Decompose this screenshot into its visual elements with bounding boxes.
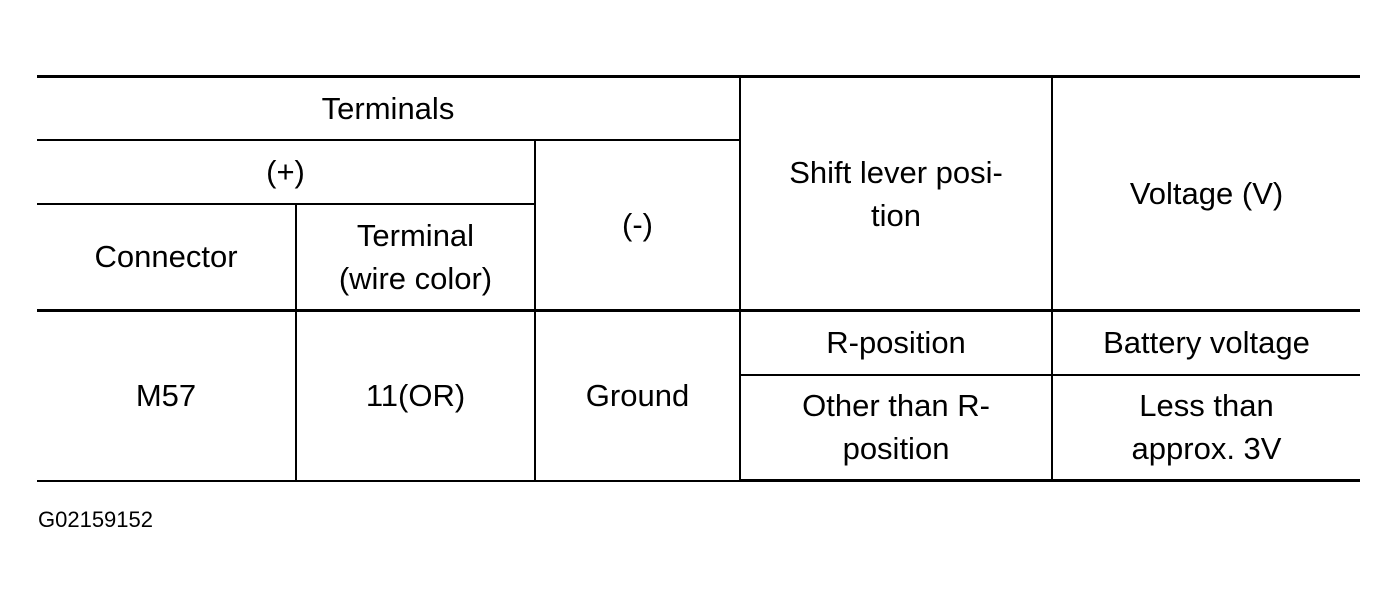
header-voltage: Voltage (V) <box>1051 75 1361 312</box>
cell-position-other: Other than R- position <box>739 373 1054 482</box>
connector-voltage-table: Terminals Shift lever posi- tion Voltage… <box>37 75 1361 482</box>
cell-voltage-r: Battery voltage <box>1051 309 1361 376</box>
figure-reference-code: G02159152 <box>38 507 153 532</box>
header-terminal-wire-color: Terminal (wire color) <box>295 202 536 312</box>
header-connector: Connector <box>37 202 297 312</box>
header-shift-lever-position: Shift lever posi- tion <box>739 75 1054 312</box>
cell-ground: Ground <box>533 309 742 482</box>
cell-terminal: 11(OR) <box>295 309 536 482</box>
cell-connector: M57 <box>37 309 297 482</box>
header-plus: (+) <box>37 138 536 205</box>
header-terminals: Terminals <box>37 75 742 141</box>
cell-position-r: R-position <box>739 309 1054 376</box>
cell-voltage-other: Less than approx. 3V <box>1051 373 1361 482</box>
header-minus: (-) <box>533 138 742 312</box>
